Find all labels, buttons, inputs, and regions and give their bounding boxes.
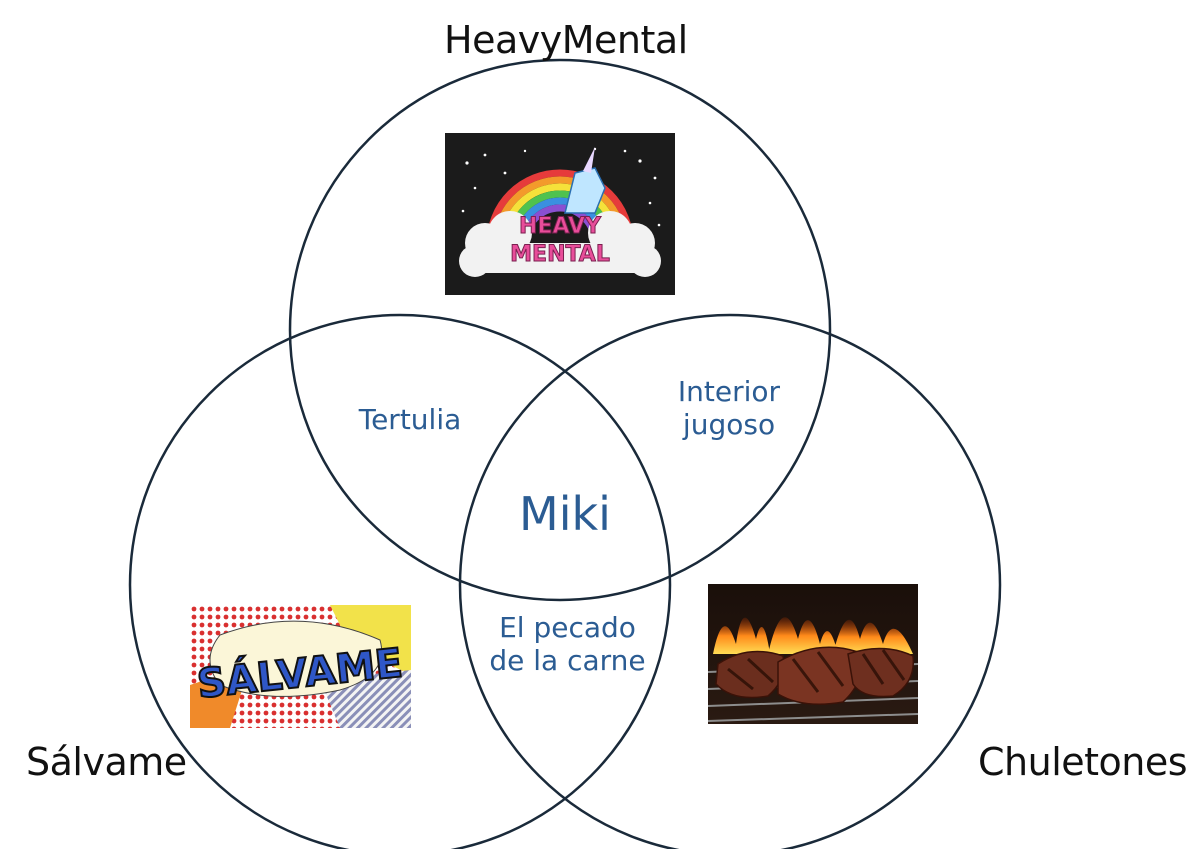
region-label-center-miki: Miki xyxy=(519,487,611,541)
pop-art-comic-logo-icon: SÁLVAME xyxy=(190,605,411,728)
svg-text:MENTAL: MENTAL xyxy=(510,242,610,267)
svg-text:HEAVY: HEAVY xyxy=(519,214,602,239)
region-label-line: de la carne xyxy=(489,644,646,678)
set-label-chuletones: Chuletones xyxy=(978,740,1188,784)
salvame-logo-image: SÁLVAME xyxy=(190,605,411,728)
region-label-tertulia: Tertulia xyxy=(358,403,462,436)
region-label-el-pecado-de-la-carne: El pecado de la carne xyxy=(470,611,665,677)
set-label-heavymental: HeavyMental xyxy=(444,18,688,62)
unicorn-rainbow-logo-icon: HEAVY MENTAL xyxy=(445,133,675,295)
region-label-line: El pecado xyxy=(499,611,636,644)
region-label-line: jugoso xyxy=(682,408,776,442)
heavymental-logo-image: HEAVY MENTAL xyxy=(445,133,675,295)
region-label-line: Interior xyxy=(677,375,781,408)
chuletones-photo xyxy=(708,584,918,724)
set-label-salvame: Sálvame xyxy=(26,740,187,784)
circle-salvame xyxy=(128,313,672,849)
region-label-interior-jugoso: Interior jugoso xyxy=(644,375,814,441)
circle-chuletones xyxy=(458,313,1002,849)
grilled-steak-photo-icon xyxy=(708,584,918,724)
circle-heavymental xyxy=(288,58,832,602)
